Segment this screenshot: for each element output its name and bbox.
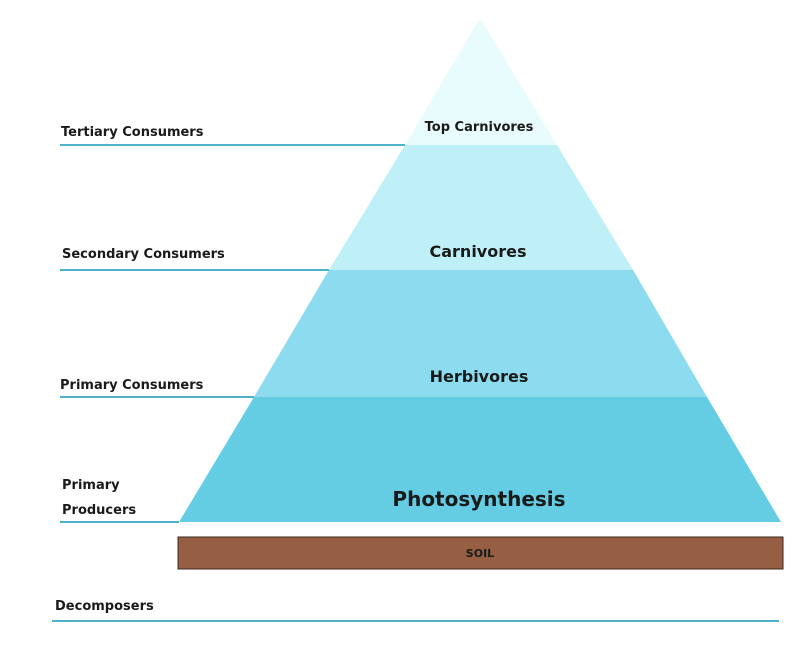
tier-label-photosynthesis: Photosynthesis xyxy=(392,487,565,511)
tier-label-herbivores: Herbivores xyxy=(430,367,529,386)
label-decomposers: Decomposers xyxy=(55,599,154,614)
label-tertiary-consumers: Tertiary Consumers xyxy=(61,125,204,140)
label-secondary-consumers: Secondary Consumers xyxy=(62,247,225,262)
tier-carnivores xyxy=(329,145,633,270)
label-primary-producers-line1: Primary xyxy=(62,478,120,493)
label-primary-consumers: Primary Consumers xyxy=(60,378,204,393)
tier-top-carnivores xyxy=(405,18,557,145)
soil-bar xyxy=(177,536,784,570)
tier-label-top-carnivores: Top Carnivores xyxy=(425,120,534,135)
tier-herbivores xyxy=(254,270,707,397)
tier-photosynthesis xyxy=(179,397,781,522)
tier-label-carnivores: Carnivores xyxy=(430,242,527,261)
soil-label: SOIL xyxy=(466,547,494,560)
label-primary-producers-line2: Producers xyxy=(62,503,136,518)
